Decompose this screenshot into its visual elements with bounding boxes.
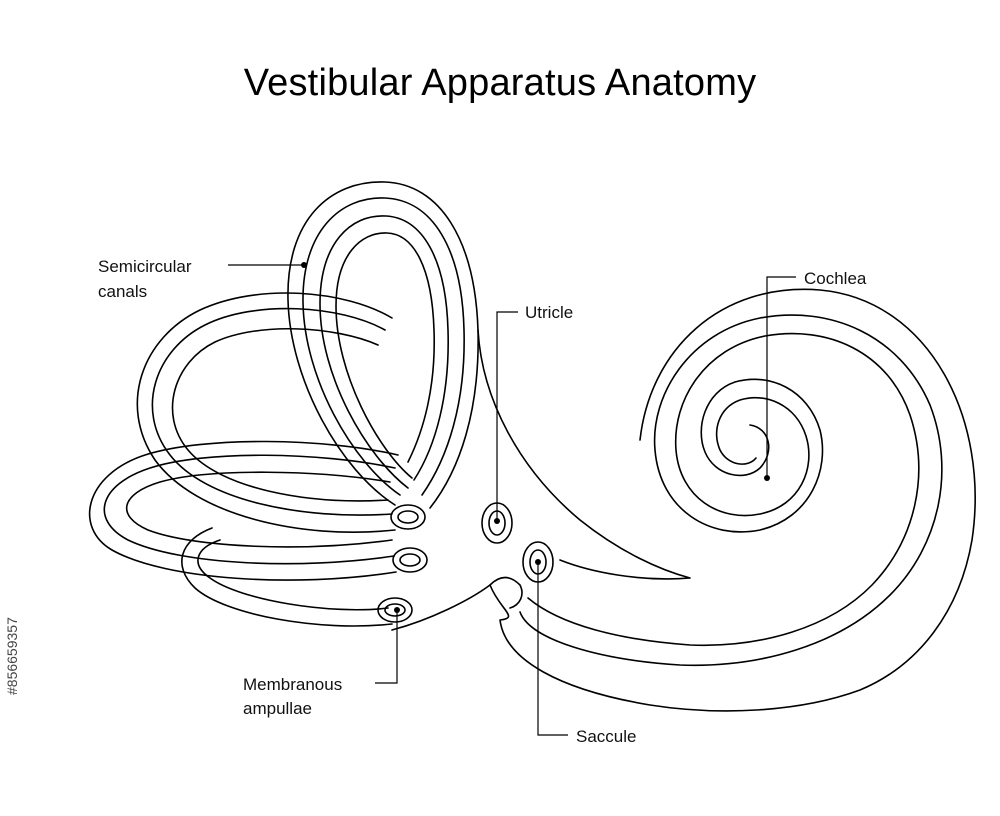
leader-membranous [375,610,398,684]
watermark-id: #856659357 [4,617,20,695]
posterior-canal-outer-2 [136,292,396,533]
dot-membranous [394,607,400,613]
label-membranous-line1: Membranous [243,675,342,694]
ampulla-lower-outer [377,597,413,623]
leader-cochlea [766,276,796,478]
vestibule-upper-edge [477,329,691,580]
posterior-canal-lower-2 [181,527,393,627]
posterior-canal-outer [151,307,393,516]
lateral-canal-outer [103,454,396,565]
leader-utricle [496,311,518,521]
vestibule-lower-edge [391,288,976,712]
label-saccule: Saccule [576,727,636,746]
leaders [228,262,796,736]
cochlea-duct-inner [519,314,943,667]
label-semicircular-line1: Semicircular [98,257,192,276]
lateral-canal-inner [126,471,393,548]
semicircular-canals [88,181,479,627]
cochlea-duct-inner-2 [527,332,920,647]
anterior-canal-outer [287,181,479,509]
leader-saccule [537,562,568,736]
label-cochlea: Cochlea [804,269,867,288]
dot-utricle [494,518,500,524]
label-semicircular-line2: canals [98,282,147,301]
ampulla-upper-inner [397,510,419,524]
lateral-canal-outer-2 [88,440,399,581]
utricle-saccule-notch [489,576,523,609]
dot-cochlea [764,475,770,481]
posterior-canal-lower [197,539,389,611]
ampulla-lower-inner [384,603,406,617]
ampullae [377,504,428,623]
anterior-canal-inner [319,215,449,489]
anterior-canal-outer-2 [302,197,465,496]
ampulla-middle-outer [392,547,428,573]
diagram-title: Vestibular Apparatus Anatomy [243,62,757,104]
anterior-canal-inner-2 [335,232,436,479]
vestibule-cochlea-body [391,288,976,712]
ampulla-upper-outer [390,504,426,530]
dot-saccule [535,559,541,565]
dot-semicircular [301,262,307,268]
label-utricle: Utricle [525,303,573,322]
label-membranous-line2: ampullae [243,699,312,718]
posterior-canal-inner [171,328,389,502]
ampulla-middle-inner [399,553,421,567]
